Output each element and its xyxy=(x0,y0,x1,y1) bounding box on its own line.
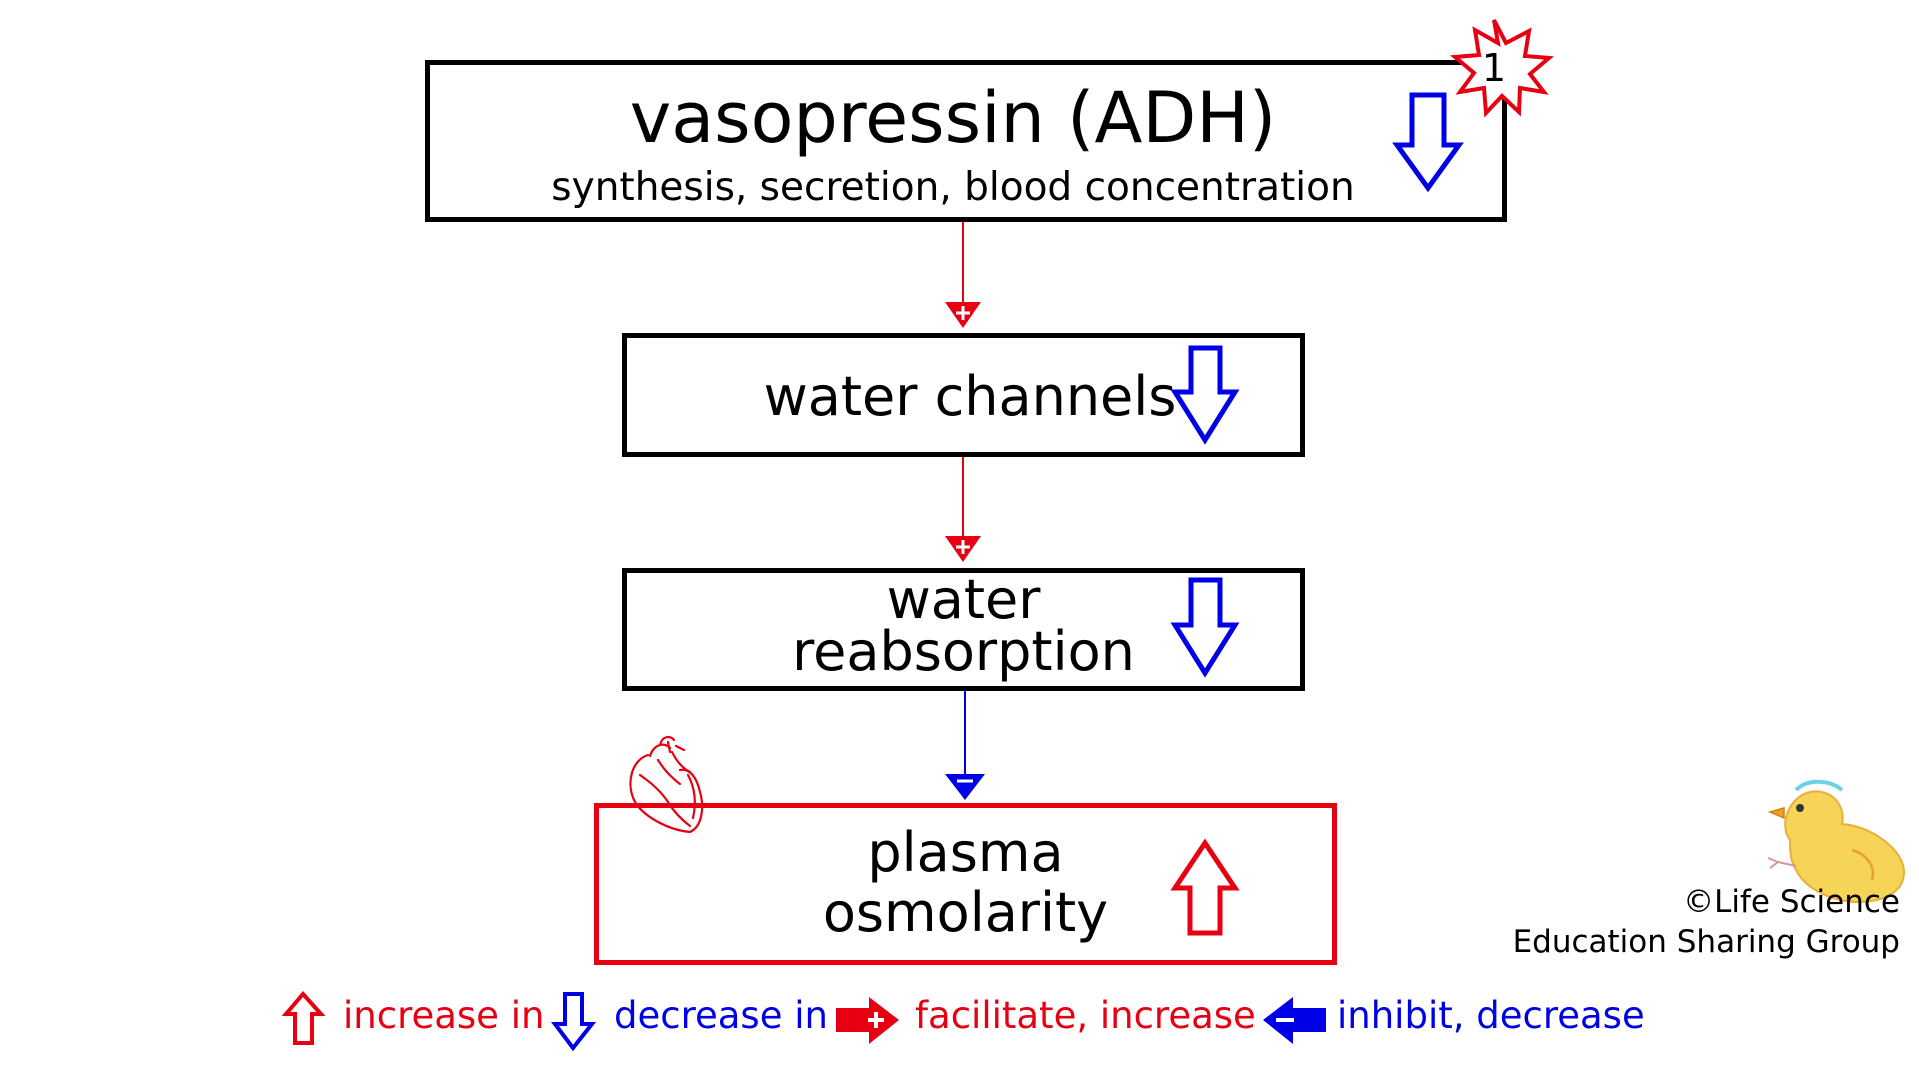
edge-facilitate-2 xyxy=(945,457,981,562)
vasopressin-title: vasopressin (ADH) xyxy=(629,77,1277,159)
legend-facilitate-icon xyxy=(836,997,899,1044)
decrease-arrow-water-channels xyxy=(1170,345,1240,445)
water-channels-title: water channels xyxy=(763,365,1177,428)
badge-number: 1 xyxy=(1482,46,1506,90)
decrease-arrow-vasopressin xyxy=(1392,92,1464,193)
legend-inhibit-icon xyxy=(1263,997,1326,1044)
star-badge-icon: 1 xyxy=(1450,19,1554,118)
edge-facilitate-1 xyxy=(945,222,981,328)
legend-inhibit-label: inhibit, decrease xyxy=(1337,994,1645,1037)
legend-decrease-label: decrease in xyxy=(614,994,828,1037)
credit-line2: Education Sharing Group xyxy=(1512,924,1900,960)
increase-arrow-plasma-osmolarity xyxy=(1170,838,1240,936)
legend-increase-label: increase in xyxy=(343,994,545,1037)
edge-inhibit-3 xyxy=(945,691,985,800)
vasopressin-subtitle: synthesis, secretion, blood concentratio… xyxy=(551,165,1355,210)
legend-facilitate-label: facilitate, increase xyxy=(915,994,1256,1037)
vasopressin-box xyxy=(425,60,1507,222)
legend-decrease-icon xyxy=(551,992,597,1052)
water-reabsorption-line1: water xyxy=(886,568,1041,631)
heart-icon xyxy=(629,735,704,834)
plasma-osmolarity-line1: plasma xyxy=(867,821,1064,884)
water-reabsorption-line2: reabsorption xyxy=(792,620,1135,683)
decrease-arrow-water-reabsorption xyxy=(1170,577,1240,678)
credit-line1: ©Life Science xyxy=(1683,884,1900,920)
chick-mascot-icon xyxy=(1767,779,1906,904)
plasma-osmolarity-line2: osmolarity xyxy=(822,881,1109,944)
legend-increase-icon xyxy=(281,990,326,1045)
